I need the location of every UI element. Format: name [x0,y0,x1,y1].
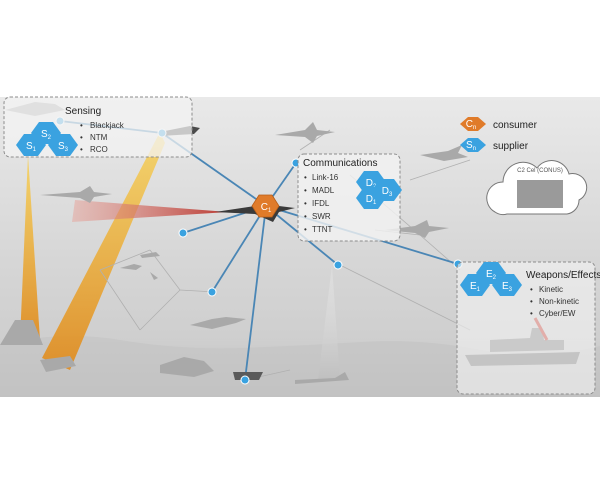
svg-text:C1: C1 [261,202,272,214]
sensing-item-2-bullet: • [80,133,83,142]
legend-consumer-symbol: Cn [466,119,477,131]
comm-item-5-bullet: • [304,225,307,234]
weapons-title: Weapons/Effects [526,270,600,281]
comm-item-2-bullet: • [304,186,307,195]
comm-item-5: TTNT [312,225,333,234]
legend-consumer: Cn consumer [460,117,538,131]
legend: Cn consumer Sn supplier [460,117,538,152]
hex-node-s3: S3 [48,134,78,156]
svg-text:S1: S1 [26,141,37,153]
transport-plane-icon [385,220,449,238]
c2-cloud-label: C2 Cel (CONUS) [517,168,563,174]
sensing-item-3: RCO [90,145,108,154]
weapons-item-2: Non-kinetic [539,297,579,306]
svg-text:S3: S3 [58,141,69,153]
uav-icon [190,317,246,329]
legend-consumer-hexagon [460,117,486,131]
directed-energy-beam [72,200,228,222]
hex-node-c1: C1 [251,194,280,218]
svg-text:D1: D1 [366,194,377,206]
sensor-beam-center [42,132,165,370]
sensing-item-1: Blackjack [90,121,125,130]
hex-node-d1: D1 [356,187,386,209]
sensing-title: Sensing [65,106,101,117]
sensor-beam-left [20,155,40,340]
sensing-item-3-bullet: • [80,145,83,154]
fighter-left-icon [40,186,112,203]
ground-vehicle-icon [160,357,214,377]
svg-text:S2: S2 [41,129,52,141]
link-to-ground-tank [244,205,267,381]
svg-text:E1: E1 [470,281,481,293]
legend-consumer-label: consumer [493,120,538,131]
drone-small-icon [120,264,142,270]
svg-text:E2: E2 [486,269,497,281]
link-endpoint-dot-7 [240,375,250,385]
terrain [0,336,600,397]
missile-small-icon [150,272,158,280]
legend-supplier-label: supplier [493,141,529,152]
svg-text:D3: D3 [382,186,393,198]
stealth-bomber-icon [420,145,468,161]
drone-small-2-icon [140,252,160,258]
legend-supplier-symbol: Sn [466,140,476,152]
boat-icon [295,372,349,384]
comm-item-4-bullet: • [304,212,307,221]
fighter-top-icon [275,122,335,143]
comm-item-1: Link-16 [312,173,339,182]
c2-building-icon [517,180,563,208]
legend-supplier-hexagon [460,138,486,152]
link-endpoint-dot-5 [333,260,343,270]
comm-item-2: MADL [312,186,335,195]
communications-title: Communications [303,158,377,169]
comm-item-1-bullet: • [304,173,307,182]
weapons-item-3-bullet: • [530,309,533,318]
link-to-uav-low [211,205,267,293]
weapons-item-3: Cyber/EW [539,309,576,318]
comm-item-3-bullet: • [304,199,307,208]
comm-item-3: IFDL [312,199,330,208]
c2-cloud: C2 Cel (CONUS) [486,160,588,216]
missile-plume [318,265,340,380]
links-layer [59,120,459,381]
hex-node-e3: E3 [492,274,522,296]
weapons-item-1-bullet: • [530,285,533,294]
link-endpoint-dot-3 [178,228,188,238]
sensing-item-1-bullet: • [80,121,83,130]
weapons-item-2-bullet: • [530,297,533,306]
sensing-item-2: NTM [90,133,108,142]
svg-text:E3: E3 [502,281,513,293]
comm-item-4: SWR [312,212,331,221]
weapons-panel: Weapons/Effects • Kinetic • Non-kinetic … [456,261,600,395]
ground-radar-icon [0,320,43,345]
tank-icon [233,372,263,380]
weapons-item-1: Kinetic [539,285,563,294]
link-endpoint-dot-6 [207,287,217,297]
launcher-icon [40,356,76,372]
legend-supplier: Sn supplier [460,138,529,152]
